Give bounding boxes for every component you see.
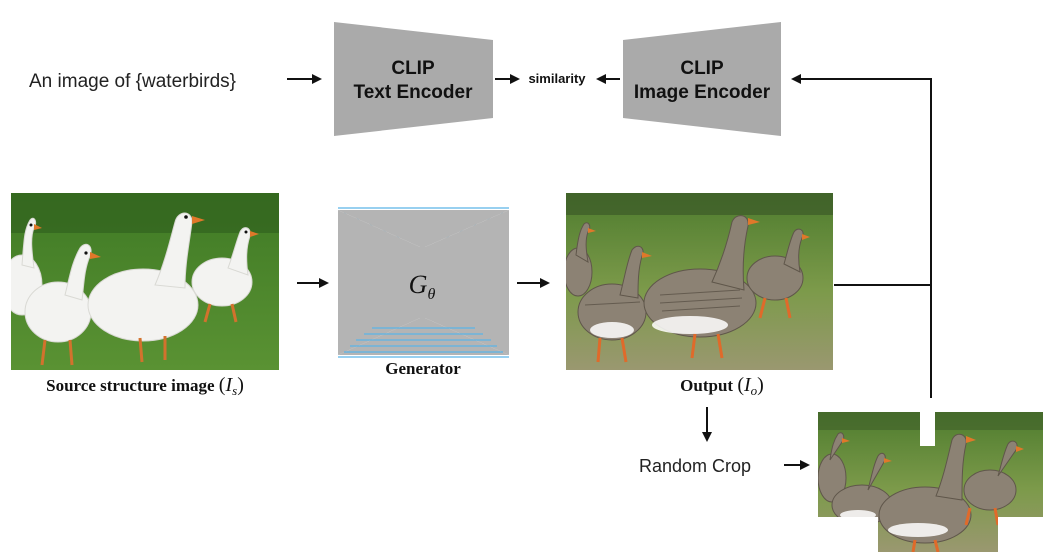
- source-caption: Source structure image (Is): [46, 374, 244, 398]
- white-geese-photo: [11, 193, 279, 370]
- text-encoder-subtitle: Text Encoder: [354, 82, 474, 103]
- random-crop-label: Random Crop: [639, 456, 751, 476]
- clip-image-encoder: CLIP Image Encoder: [623, 22, 781, 136]
- clip-text-encoder: CLIP Text Encoder: [334, 22, 493, 136]
- prompt-text: An image of {waterbirds}: [29, 71, 236, 92]
- image-encoder-subtitle: Image Encoder: [634, 82, 771, 103]
- generator-symbol: Gθ: [409, 270, 436, 303]
- text-encoder-shape: [334, 22, 493, 136]
- generator-lines-bottom: [338, 327, 509, 358]
- output-caption: Output (Io): [680, 374, 764, 398]
- text-encoder-title: CLIP: [391, 58, 435, 79]
- generator-label: Generator: [385, 359, 461, 378]
- cropped-geese-photo: [818, 412, 1043, 552]
- generator-block: Gθ Generator: [338, 207, 509, 378]
- connector-feedback-to-image-encoder: [791, 74, 932, 398]
- gray-geese-photo: [566, 193, 833, 370]
- image-encoder-title: CLIP: [680, 58, 724, 79]
- image-encoder-shape: [623, 22, 781, 136]
- similarity-label: similarity: [528, 71, 586, 86]
